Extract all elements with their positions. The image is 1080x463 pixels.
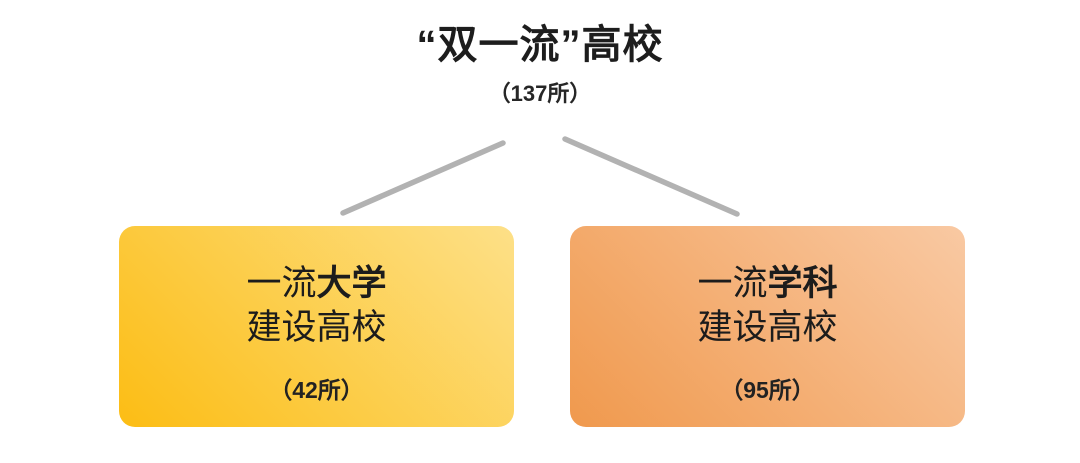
root-title: “双一流”高校 [416,23,664,67]
node-title: 一流大学 建设高校 [246,262,386,350]
node-title-regular: 一流 [697,264,768,303]
root-node: “双一流”高校 （137所） [0,22,1080,108]
connector-line-left [340,140,506,216]
node-title-bold: 大学 [316,264,387,303]
root-count: （137所） [488,81,592,106]
node-title-bold: 学科 [767,264,838,303]
node-subtitle: 建设高校 [246,308,387,347]
node-subtitle: 建设高校 [697,308,838,347]
node-count: （95所） [720,377,815,403]
connector-line-right [562,136,740,217]
node-title: 一流学科 建设高校 [697,262,837,350]
node-title-regular: 一流 [246,264,317,303]
node-card-first-class-discipline: 一流学科 建设高校 （95所） [570,226,965,427]
node-card-first-class-university: 一流大学 建设高校 （42所） [119,226,514,427]
node-count: （42所） [269,377,364,403]
